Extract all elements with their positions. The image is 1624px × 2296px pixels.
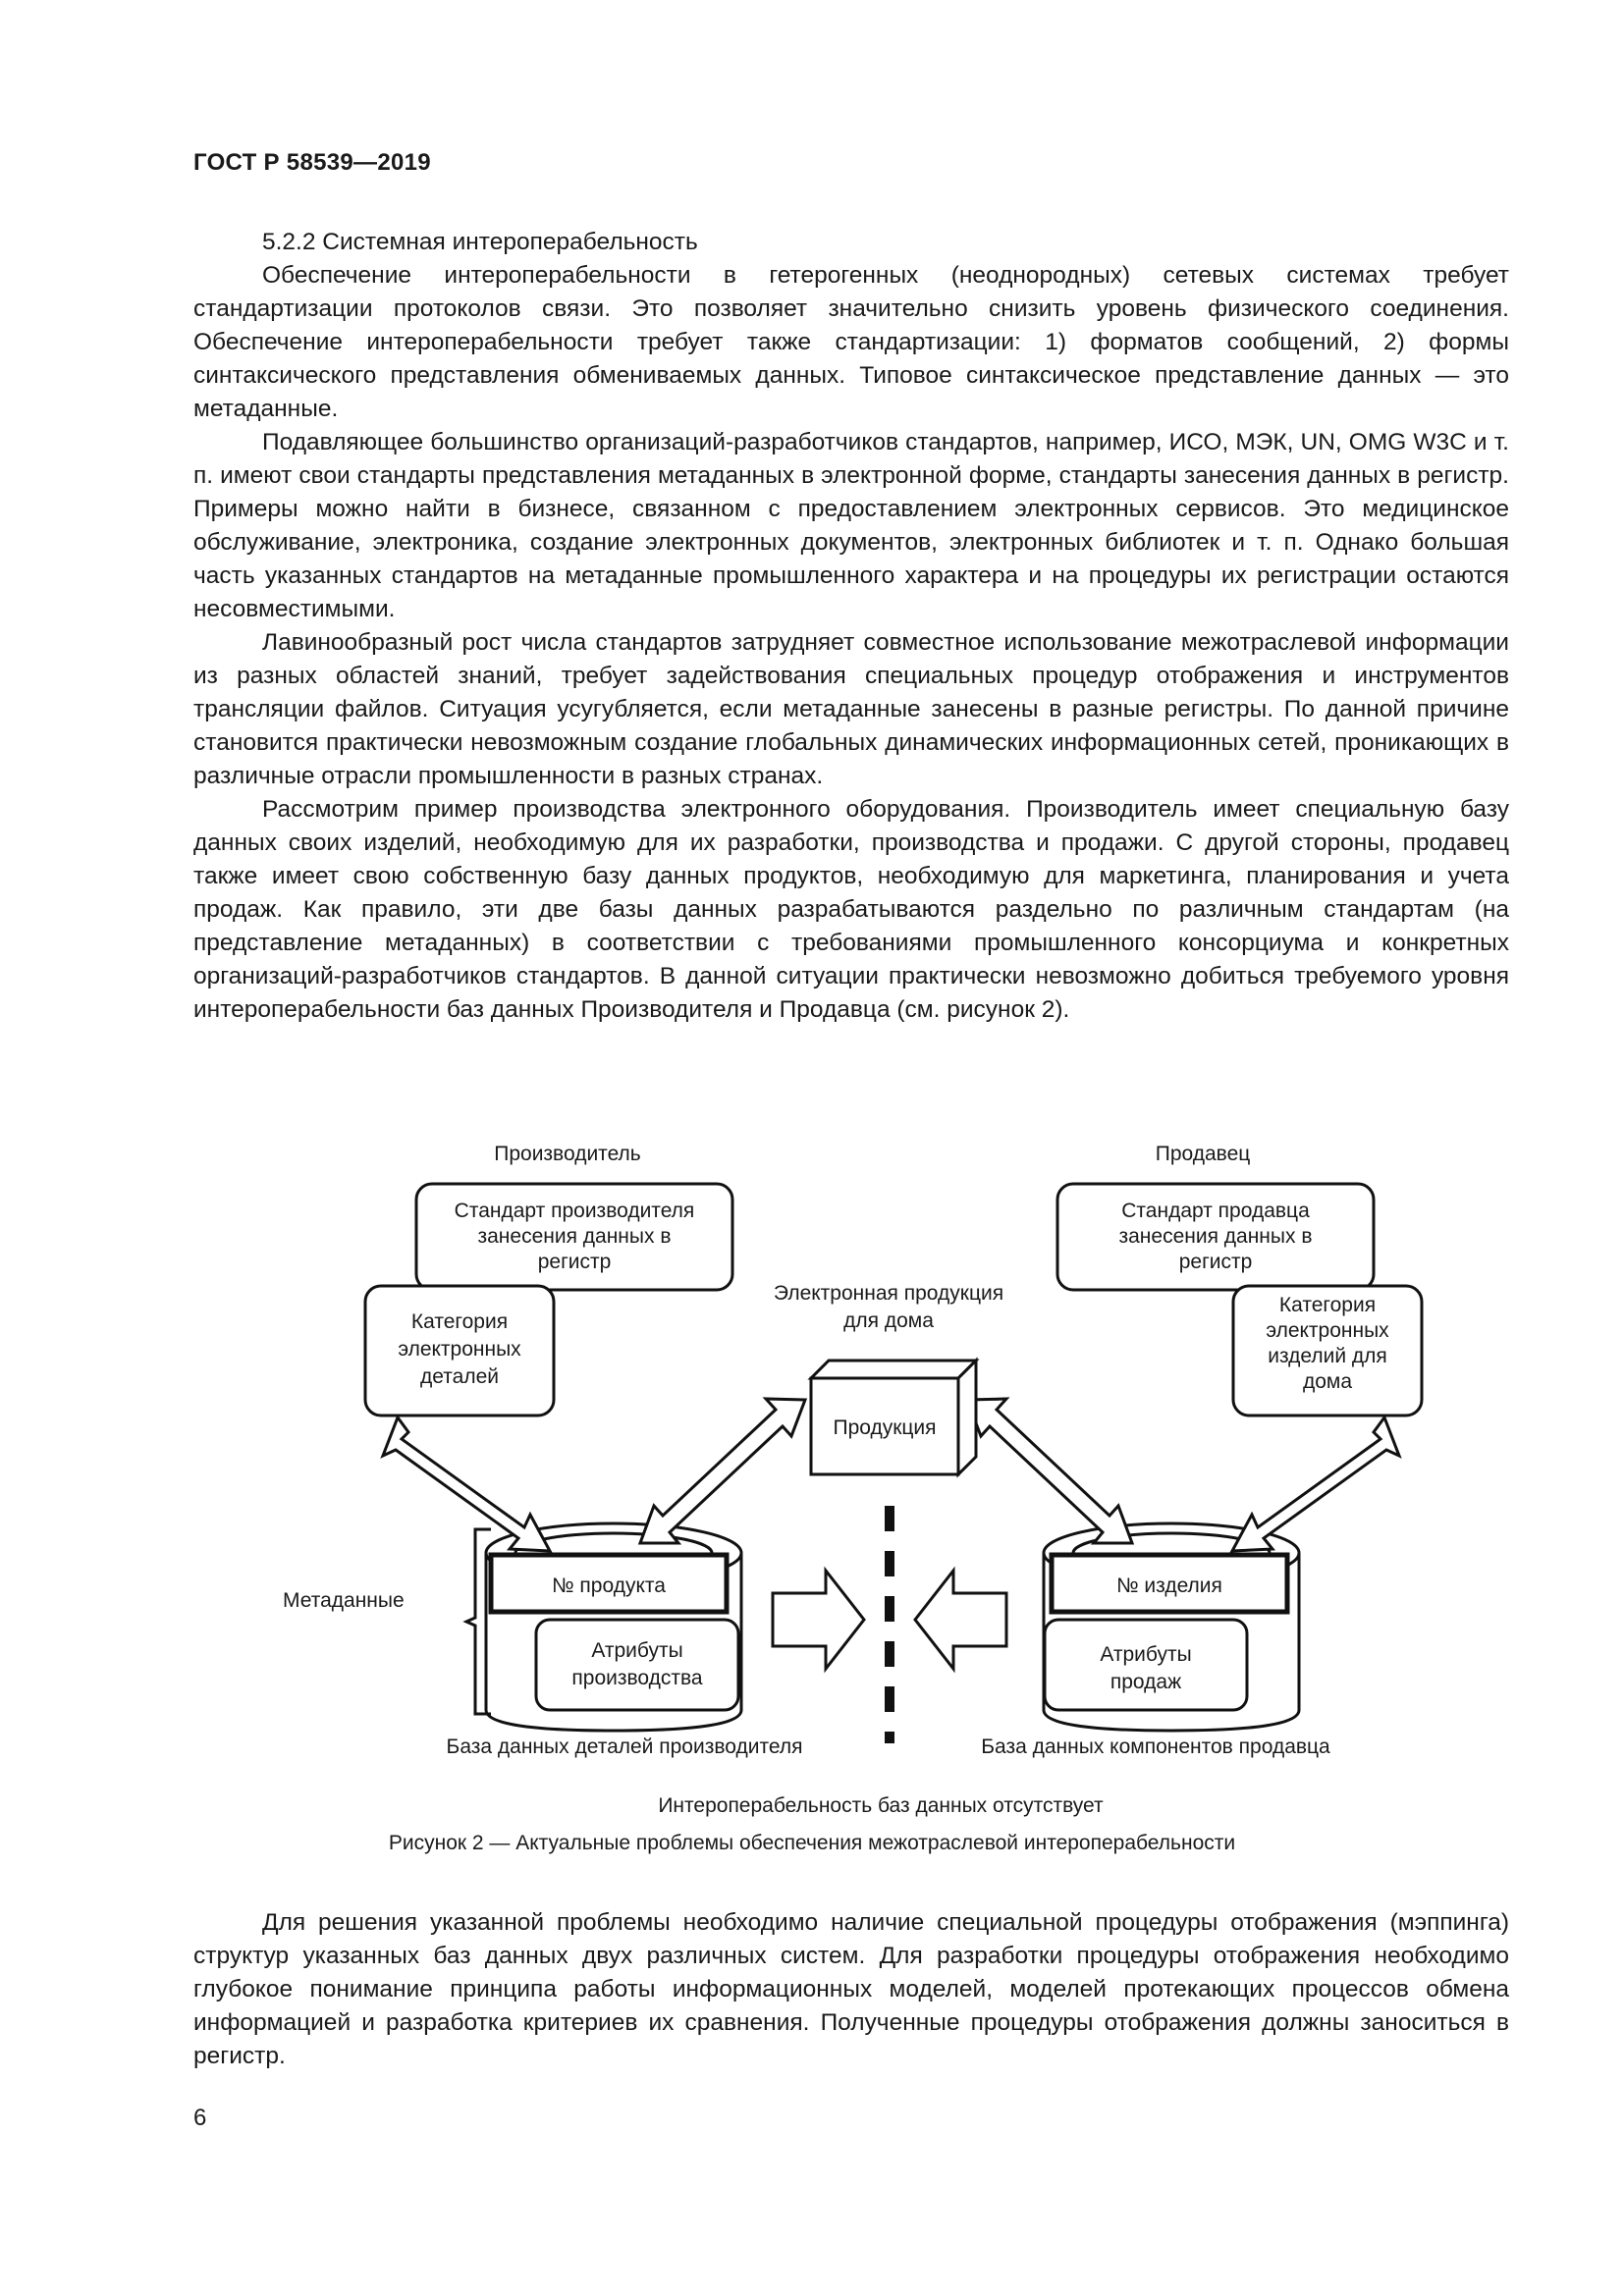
- manuf-category-line: деталей: [420, 1365, 499, 1388]
- seller-standard-box: [1056, 1182, 1376, 1292]
- paragraph: Обеспечение интероперабельности в гетеро…: [193, 262, 1509, 422]
- product-title-line: Электронная продукция: [774, 1282, 1003, 1305]
- seller-standard-line: занесения данных в: [1118, 1225, 1312, 1248]
- manuf-attrs-box: [534, 1618, 740, 1712]
- seller-attrs-line: продаж: [1110, 1671, 1181, 1693]
- seller-category-box: [1231, 1284, 1424, 1417]
- metadata-label: Метаданные: [283, 1589, 405, 1612]
- bottom-note: Интероперабельность баз данных отсутству…: [658, 1794, 1104, 1817]
- manuf-standard-line: регистр: [538, 1251, 612, 1273]
- arrow-manuf-db-product: [637, 1397, 808, 1545]
- metadata-brace: [462, 1527, 491, 1716]
- section-title: 5.2.2 Системная интероперабельность: [262, 229, 698, 255]
- product-title-line: для дома: [843, 1309, 934, 1332]
- manuf-attrs-line: производства: [571, 1667, 703, 1689]
- arrow-seller-category-db: [1229, 1414, 1402, 1553]
- text-section-top: 5.2.2 Системная интероперабельность Обес…: [193, 226, 1509, 1027]
- product-box: [809, 1376, 960, 1476]
- seller-field-label: № изделия: [1116, 1575, 1222, 1597]
- product-cube-top: [807, 1359, 980, 1380]
- seller-db-label: База данных компонентов продавца: [981, 1735, 1330, 1758]
- seller-category-line: электронных: [1266, 1319, 1389, 1342]
- seller-label: Продавец: [1156, 1143, 1251, 1165]
- seller-field-box: [1049, 1552, 1290, 1615]
- arrow-manuf-to-barrier: [771, 1566, 866, 1674]
- manuf-field-label: № продукта: [552, 1575, 666, 1597]
- seller-standard-line: Стандарт продавца: [1121, 1200, 1310, 1222]
- paragraph: Для решения указанной проблемы необходим…: [193, 1909, 1509, 2069]
- manuf-standard-box: [414, 1182, 734, 1292]
- arrow-seller-product-db: [964, 1397, 1135, 1545]
- manuf-category-box: [363, 1284, 556, 1417]
- seller-attrs-line: Атрибуты: [1100, 1643, 1191, 1666]
- arrow-manuf-category-db: [380, 1414, 553, 1553]
- manuf-standard-line: Стандарт производителя: [455, 1200, 695, 1222]
- manuf-field-box: [488, 1552, 730, 1615]
- seller-standard-line: регистр: [1179, 1251, 1253, 1273]
- seller-attrs-box: [1043, 1618, 1249, 1712]
- seller-category-line: Категория: [1279, 1294, 1376, 1316]
- manuf-category-line: Категория: [411, 1310, 508, 1333]
- manuf-category-line: электронных: [398, 1338, 521, 1361]
- manuf-attrs-line: Атрибуты: [591, 1639, 682, 1662]
- seller-category-line: изделий для: [1268, 1345, 1387, 1367]
- text-section-bottom: Для решения указанной проблемы необходим…: [193, 1906, 1509, 2073]
- product-cube-side: [956, 1357, 978, 1478]
- paragraph: Лавинообразный рост числа стандартов зат…: [193, 629, 1509, 789]
- page-number: 6: [193, 2105, 207, 2131]
- arrow-seller-to-barrier: [913, 1566, 1008, 1674]
- document-header: ГОСТ Р 58539—2019: [193, 149, 431, 176]
- paragraph: Рассмотрим пример производства электронн…: [193, 796, 1509, 1023]
- manuf-db-label: База данных деталей производителя: [447, 1735, 803, 1758]
- seller-category-line: дома: [1303, 1370, 1352, 1393]
- product-box-label: Продукция: [833, 1416, 936, 1439]
- paragraph: Подавляющее большинство организаций-разр…: [193, 429, 1509, 622]
- figure-caption: Рисунок 2 — Актуальные проблемы обеспече…: [388, 1832, 1236, 1854]
- manuf-standard-line: занесения данных в: [477, 1225, 671, 1248]
- manufacturer-label: Производитель: [494, 1143, 641, 1165]
